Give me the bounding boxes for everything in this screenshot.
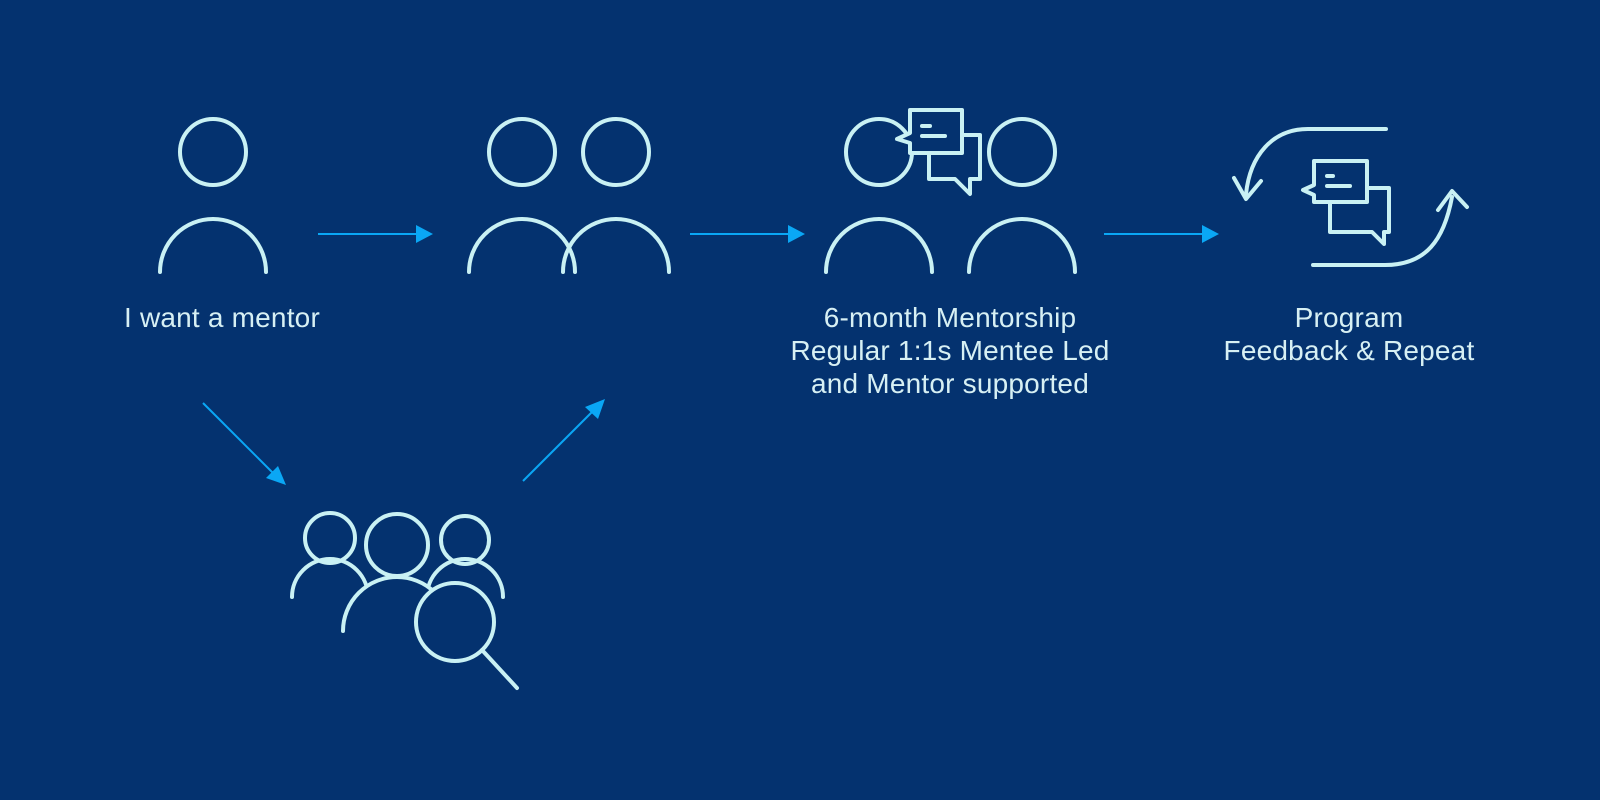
- arrow-step2-to-step3: [690, 225, 805, 243]
- two-people-icon: [467, 117, 671, 274]
- arrow-step1-to-search: [202, 402, 286, 485]
- step4-label-line1: Program: [1294, 302, 1404, 333]
- step4-label: Program Feedback & Repeat: [1206, 301, 1492, 367]
- feedback-cycle-icon: [1232, 127, 1469, 267]
- group-search-icon: [290, 511, 519, 690]
- step1-label: I want a mentor: [110, 301, 334, 334]
- step3-label-line1: 6-month Mentorship: [823, 302, 1077, 333]
- step4-label-line2: Feedback & Repeat: [1223, 335, 1475, 366]
- chat-bubbles-icon: [1301, 159, 1391, 246]
- step3-label-line2: Regular 1:1s Mentee Led: [790, 335, 1110, 366]
- mentorship-conversation-icon: [824, 108, 1077, 274]
- step1-label-line1: I want a mentor: [124, 302, 320, 333]
- arrow-step3-to-step4: [1104, 225, 1219, 243]
- step3-label-line3: and Mentor supported: [811, 368, 1089, 399]
- single-person-icon: [158, 117, 268, 274]
- arrow-search-to-step2: [522, 399, 605, 482]
- step3-label: 6-month Mentorship Regular 1:1s Mentee L…: [780, 301, 1120, 400]
- magnifier-icon: [414, 581, 496, 663]
- chat-bubbles-icon: [895, 108, 982, 196]
- arrow-step1-to-step2: [318, 225, 433, 243]
